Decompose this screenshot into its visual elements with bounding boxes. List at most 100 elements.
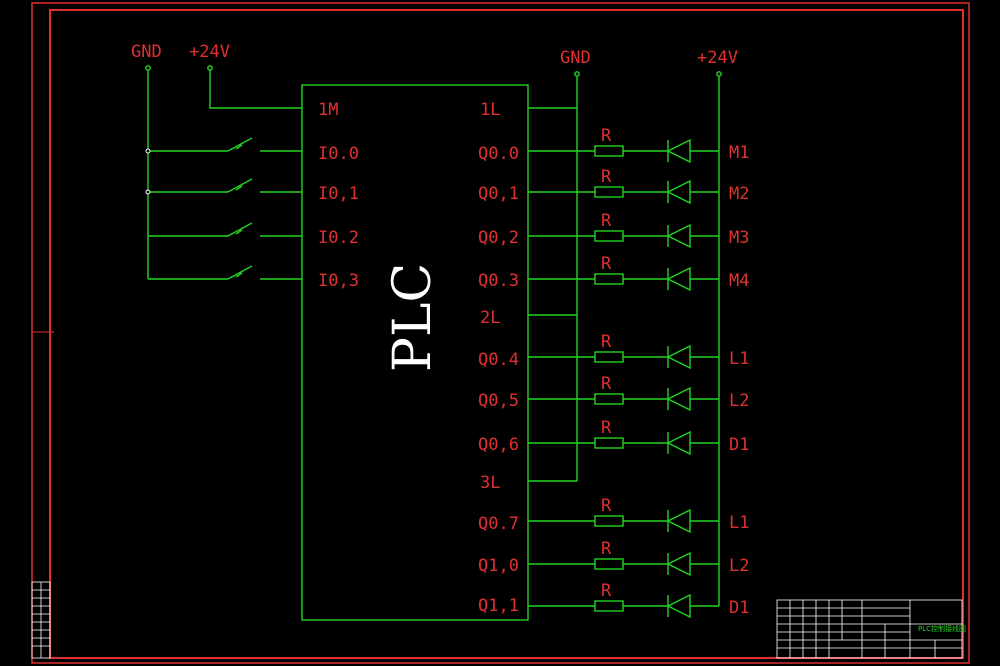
plc-terminal-2l: 2L [480, 308, 500, 328]
resistor-label: R [601, 254, 612, 274]
plc-terminal-q0-6: Q0,6 [478, 435, 519, 455]
plc-terminal-q0-2: Q0,2 [478, 228, 519, 248]
junction-dot [145, 148, 151, 154]
resistor-label: R [601, 126, 612, 146]
title-block-title: PLC控制接线图 [918, 624, 966, 633]
load-label: D1 [729, 435, 749, 455]
plc-terminal-q0-0: Q0.0 [478, 144, 519, 164]
resistor [594, 437, 624, 449]
resistor [594, 273, 624, 285]
resistor-label: R [601, 581, 612, 601]
load-label: M2 [729, 184, 749, 204]
wire-1m [209, 70, 302, 109]
resistor-label: R [601, 332, 612, 352]
load-label: M3 [729, 228, 749, 248]
output-circuit-4: R L1 [528, 332, 749, 370]
resistor-label: R [601, 496, 612, 516]
input-switch-1 [145, 178, 302, 195]
inner-frame [49, 9, 964, 659]
output-circuit-2: R M3 [528, 211, 749, 249]
gnd-terminal-right [574, 71, 580, 77]
plc-terminal-q0-4: Q0.4 [478, 350, 519, 370]
resistor-label: R [601, 539, 612, 559]
plc-terminal-q1-1: Q1,1 [478, 596, 519, 616]
v24-terminal-right [716, 71, 722, 77]
output-circuit-6: R D1 [528, 418, 749, 456]
resistor-label: R [601, 211, 612, 231]
resistor [594, 515, 624, 527]
diode-triangle [666, 430, 691, 456]
load-label: L1 [729, 349, 749, 369]
input-switches [145, 137, 302, 280]
resistor [594, 230, 624, 242]
resistor [594, 145, 624, 157]
load-label: D1 [729, 598, 749, 618]
diode-triangle [666, 138, 691, 164]
gnd-label-left: GND [131, 42, 162, 62]
plc-box [301, 84, 529, 621]
output-circuit-1: R M2 [528, 167, 749, 205]
diode-triangle [666, 386, 691, 412]
output-circuit-0: R M1 [528, 126, 749, 164]
plc-terminal-3l: 3L [480, 473, 500, 493]
left-margin-block [31, 581, 51, 659]
diode-triangle [666, 223, 691, 249]
plc-terminal-i0-3: I0,3 [318, 271, 359, 291]
plc-terminal-q0-7: Q0.7 [478, 514, 519, 534]
plc-terminal-q0-1: Q0,1 [478, 184, 519, 204]
v24-label-left: +24V [189, 42, 230, 62]
plc-terminal-q0-3: Q0.3 [478, 271, 519, 291]
v24-label-right: +24V [697, 48, 738, 68]
gnd-terminal-left [145, 65, 151, 71]
switch-actuator [235, 144, 243, 150]
output-circuit-8: R L2 [528, 539, 749, 577]
load-label: L1 [729, 513, 749, 533]
plc-terminal-q0-5: Q0,5 [478, 391, 519, 411]
switch-contact [227, 265, 253, 280]
gnd-label-right: GND [560, 48, 591, 68]
input-switch-0 [145, 137, 302, 154]
diode-triangle [666, 593, 691, 619]
switch-contact [227, 178, 253, 193]
switch-actuator [235, 185, 243, 191]
resistor-label: R [601, 374, 612, 394]
diode-triangle [666, 344, 691, 370]
diode-triangle [666, 551, 691, 577]
junction-dot [145, 189, 151, 195]
plc-terminal-i0-2: I0.2 [318, 228, 359, 248]
plc-name: PLC [383, 263, 443, 372]
switch-actuator [235, 229, 243, 235]
load-label: L2 [729, 556, 749, 576]
resistor-label: R [601, 418, 612, 438]
output-circuit-5: R L2 [528, 374, 749, 412]
load-label: L2 [729, 391, 749, 411]
diode-triangle [666, 179, 691, 205]
resistor [594, 600, 624, 612]
switch-actuator [235, 272, 243, 278]
load-label: M1 [729, 143, 749, 163]
plc-terminal-q1-0: Q1,0 [478, 556, 519, 576]
plc-terminal-1m: 1M [318, 100, 338, 120]
plc-terminal-1l: 1L [480, 100, 500, 120]
wire-1l [528, 76, 578, 109]
outer-frame [31, 2, 970, 664]
input-switch-3 [148, 265, 302, 280]
diode-triangle [666, 266, 691, 292]
resistor [594, 186, 624, 198]
resistor [594, 393, 624, 405]
output-circuit-3: R M4 [528, 254, 749, 292]
title-block: PLC控制接线图 [776, 599, 966, 659]
switch-contact [227, 137, 253, 152]
diode-triangle [666, 508, 691, 534]
resistor [594, 558, 624, 570]
input-switch-2 [148, 222, 302, 237]
resistor-label: R [601, 167, 612, 187]
v24-terminal-left [207, 65, 213, 71]
resistor [594, 351, 624, 363]
output-circuit-9: R D1 [528, 581, 749, 619]
output-circuit-7: R L1 [528, 496, 749, 534]
load-label: M4 [729, 271, 749, 291]
